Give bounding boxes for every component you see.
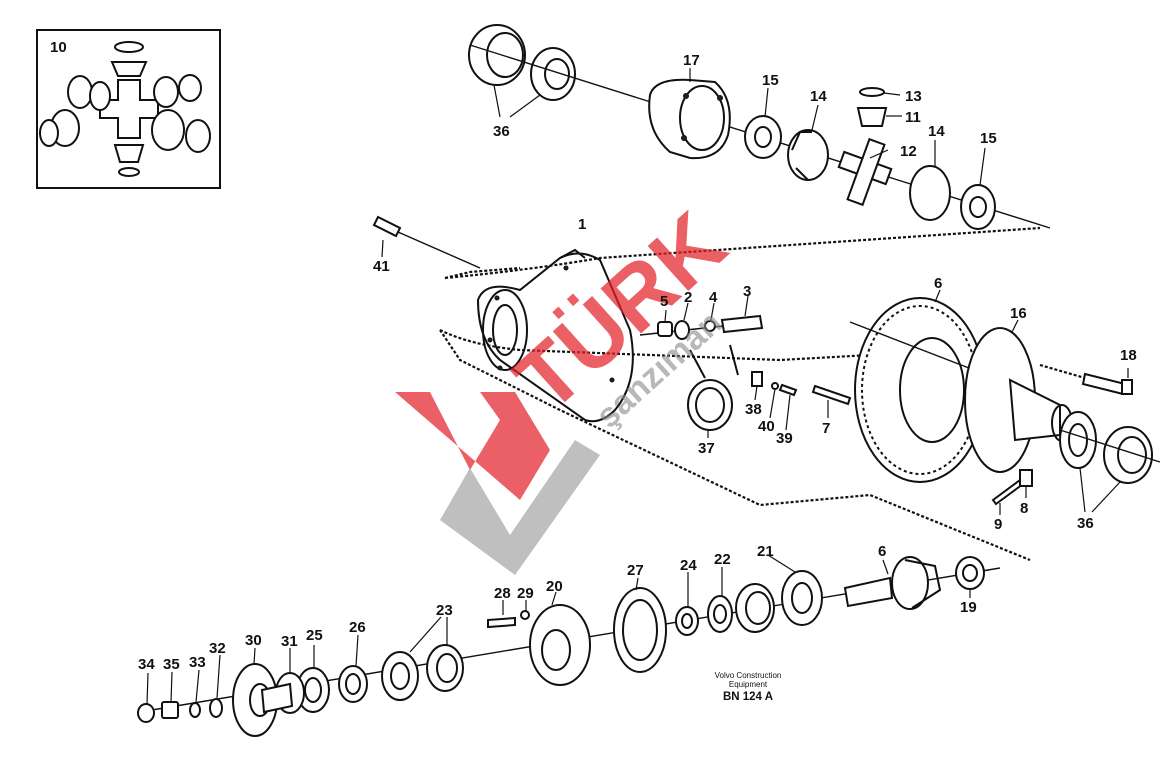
side-gear-14-left bbox=[787, 129, 829, 181]
part-number-27: 27 bbox=[627, 562, 644, 579]
part-number-36-top: 36 bbox=[493, 123, 510, 140]
part-number-8: 8 bbox=[1020, 500, 1028, 517]
part-number-40: 40 bbox=[758, 418, 775, 435]
pinion-gear-11 bbox=[856, 107, 888, 127]
housing-cover-outline bbox=[439, 226, 1041, 562]
bearings-36-right bbox=[1059, 411, 1161, 513]
part-number-31: 31 bbox=[281, 633, 298, 650]
lock-parts bbox=[751, 371, 798, 431]
part-number-39: 39 bbox=[776, 430, 793, 447]
part-number-33: 33 bbox=[189, 654, 206, 671]
part-number-36-right: 36 bbox=[1077, 515, 1094, 532]
part-number-32: 32 bbox=[209, 640, 226, 657]
part-number-30: 30 bbox=[245, 632, 262, 649]
part-number-6-top: 6 bbox=[934, 275, 942, 292]
inset-spider-detail: 10 bbox=[36, 29, 221, 189]
part-number-17: 17 bbox=[683, 52, 700, 69]
adjusting-nut-37 bbox=[687, 344, 739, 438]
part-number-6-bottom: 6 bbox=[878, 543, 886, 560]
pinion-6 bbox=[843, 556, 942, 610]
part-number-25: 25 bbox=[306, 627, 323, 644]
part-number-15-right: 15 bbox=[980, 130, 997, 147]
part-number-26: 26 bbox=[349, 619, 366, 636]
axle-housing-1 bbox=[476, 248, 634, 423]
nut-8 bbox=[1019, 469, 1033, 498]
washer-4 bbox=[704, 320, 716, 332]
part-number-16: 16 bbox=[1010, 305, 1027, 322]
breather-41 bbox=[372, 215, 481, 269]
part-number-5: 5 bbox=[660, 293, 668, 310]
part-number-23: 23 bbox=[436, 602, 453, 619]
part-number-19: 19 bbox=[960, 599, 977, 616]
part-number-1: 1 bbox=[578, 216, 586, 233]
part-number-11: 11 bbox=[905, 109, 921, 126]
part-number-15-left: 15 bbox=[762, 72, 779, 89]
bearing-23 bbox=[381, 616, 464, 701]
washer-29 bbox=[520, 600, 530, 620]
part-number-28: 28 bbox=[494, 585, 511, 602]
part-number-10: 10 bbox=[50, 39, 67, 56]
bearing-21 bbox=[767, 554, 823, 626]
part-number-38: 38 bbox=[745, 401, 762, 418]
part-number-18: 18 bbox=[1120, 347, 1137, 364]
lock-plate-38 bbox=[751, 371, 763, 387]
nut-35 bbox=[161, 671, 179, 719]
caption-company-line2: Equipment bbox=[729, 680, 768, 689]
part-number-24: 24 bbox=[680, 557, 697, 574]
side-gear-14-right bbox=[909, 165, 951, 221]
bushing-2 bbox=[674, 320, 690, 340]
spider-cross-12 bbox=[837, 137, 893, 207]
bolt-28 bbox=[487, 600, 516, 629]
part-number-14-right: 14 bbox=[928, 123, 945, 140]
thrust-washer-15-right bbox=[960, 184, 996, 230]
bolt-7 bbox=[811, 384, 852, 418]
bearing-cup-22 bbox=[721, 567, 775, 633]
thrust-washer-15-left bbox=[744, 115, 782, 159]
bearing-cover-20 bbox=[529, 591, 591, 686]
part-number-20: 20 bbox=[546, 578, 563, 595]
bearing-19 bbox=[955, 556, 985, 598]
differential-case-17 bbox=[648, 78, 731, 160]
adjust-parts bbox=[639, 295, 764, 340]
part-number-9: 9 bbox=[994, 516, 1002, 533]
companion-flange-30 bbox=[232, 647, 294, 737]
shim-22 bbox=[707, 595, 733, 633]
part-number-37: 37 bbox=[698, 440, 715, 457]
leaders-top bbox=[493, 68, 986, 186]
bolt-18 bbox=[1039, 363, 1133, 396]
thrust-washer-13 bbox=[859, 87, 885, 97]
bearing-housing-27 bbox=[613, 577, 667, 673]
part-number-21: 21 bbox=[757, 543, 774, 560]
part-number-34: 34 bbox=[138, 656, 155, 673]
part-number-7: 7 bbox=[822, 420, 830, 437]
part-number-29: 29 bbox=[517, 585, 534, 602]
part-number-3: 3 bbox=[743, 283, 751, 300]
part-number-14-left: 14 bbox=[810, 88, 827, 105]
washer-32 bbox=[209, 654, 223, 718]
differential-case-16 bbox=[964, 319, 1073, 473]
spacer-24 bbox=[675, 572, 699, 636]
part-number-2: 2 bbox=[684, 289, 692, 306]
part-number-labels: 36 17 15 14 13 11 12 14 15 1 41 6 5 2 4 … bbox=[138, 52, 1137, 673]
lock-washer-34 bbox=[137, 672, 155, 723]
drawing-caption: Volvo Construction Equipment BN 124 A bbox=[715, 671, 782, 703]
part-number-13: 13 bbox=[905, 88, 922, 105]
spacer-26 bbox=[338, 634, 368, 703]
part-number-22: 22 bbox=[714, 551, 731, 568]
part-number-35: 35 bbox=[163, 656, 180, 673]
part-number-12: 12 bbox=[900, 143, 917, 160]
bolt-3 bbox=[720, 314, 764, 334]
top-assembly bbox=[468, 24, 1051, 230]
bearing-cup-36-top bbox=[468, 24, 526, 86]
drawing-code: BN 124 A bbox=[723, 691, 773, 703]
washer-40 bbox=[771, 382, 779, 390]
part-number-4: 4 bbox=[709, 289, 718, 306]
pin-9 bbox=[991, 478, 1025, 515]
o-ring-33 bbox=[189, 669, 201, 718]
caption-company: Volvo Construction bbox=[715, 671, 782, 680]
screw-39 bbox=[778, 383, 798, 397]
part-number-41: 41 bbox=[373, 258, 390, 275]
